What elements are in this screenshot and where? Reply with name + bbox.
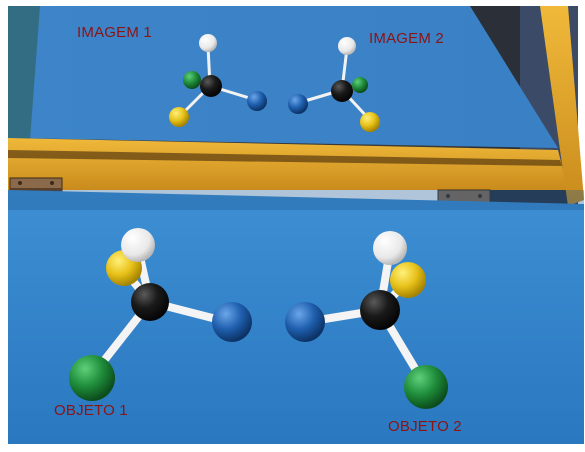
mirror-frame-bottom bbox=[8, 138, 568, 190]
mirror-surface bbox=[8, 6, 558, 148]
table-shadow-band bbox=[8, 190, 584, 210]
label-object-1: OBJETO 1 bbox=[54, 402, 128, 419]
label-object-2: OBJETO 2 bbox=[388, 418, 462, 435]
mirror-frame-right bbox=[540, 6, 584, 206]
object-molecule-1 bbox=[69, 228, 252, 401]
label-image-1: IMAGEM 1 bbox=[77, 24, 152, 41]
label-image-2: IMAGEM 2 bbox=[369, 30, 444, 47]
mirror-frame-edge bbox=[8, 150, 562, 166]
object-molecule-2 bbox=[285, 231, 448, 409]
mirror-molecule-2 bbox=[288, 37, 380, 132]
mirror-dark-left bbox=[8, 6, 40, 140]
mirror-molecule-1 bbox=[169, 34, 267, 127]
